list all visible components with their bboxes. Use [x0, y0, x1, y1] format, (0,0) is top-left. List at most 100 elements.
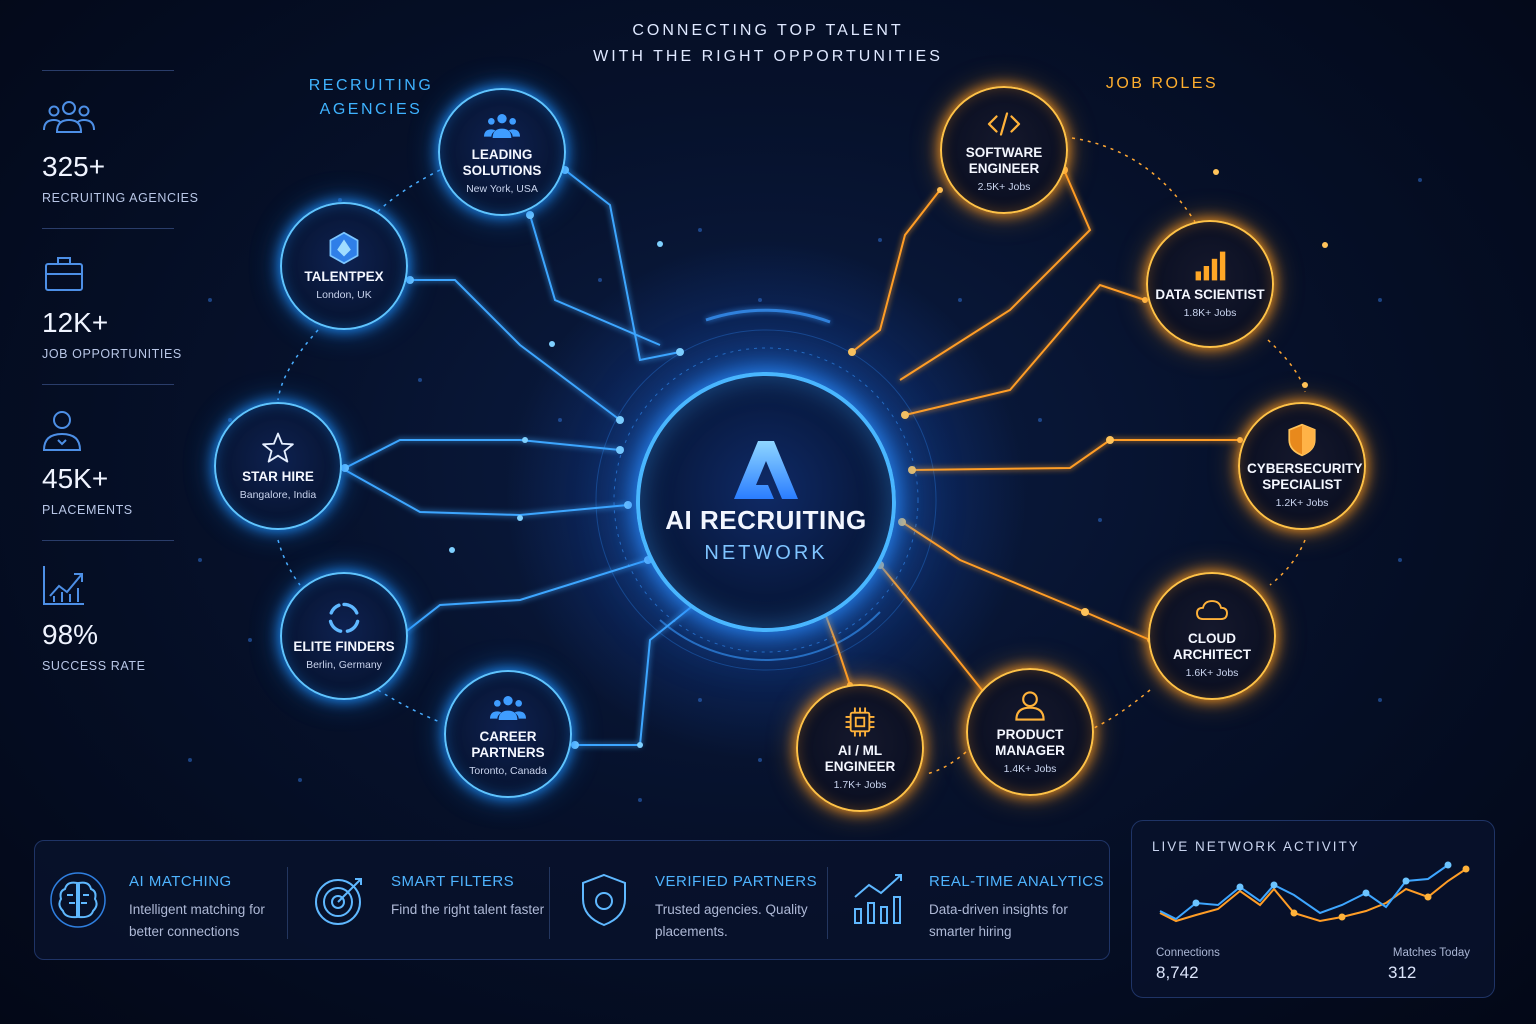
ai-recruiting-network-hub[interactable]: AI RECRUITING NETWORK [636, 372, 896, 632]
connections-label: Connections [1156, 947, 1220, 959]
role-node-data-scientist[interactable]: DATA SCIENTIST 1.8K+ Jobs [1146, 220, 1274, 348]
feature-desc: Data-driven insights for smarter hiring [929, 902, 1068, 939]
headline-line-2: WITH THE RIGHT OPPORTUNITIES [593, 48, 943, 65]
agency-location: Toronto, Canada [469, 765, 547, 777]
stats-divider [42, 384, 174, 385]
shield-icon [582, 873, 626, 927]
role-node-cloud-architect[interactable]: CLOUD ARCHITECT 1.6K+ Jobs [1148, 572, 1276, 700]
feature-divider [827, 867, 828, 939]
agency-node-career-partners[interactable]: CAREER PARTNERS Toronto, Canada [444, 670, 572, 798]
growth-chart-icon [43, 566, 84, 605]
team-icon [484, 114, 520, 138]
stat-label: SUCCESS RATE [42, 659, 146, 673]
role-jobs: 1.4K+ Jobs [1003, 763, 1057, 775]
logo-a-icon [734, 441, 798, 499]
team-icon [43, 101, 95, 133]
roles-section-title: JOB ROLES [1105, 75, 1219, 92]
brain-icon [50, 872, 106, 928]
hub-subtitle: NETWORK [704, 542, 828, 564]
role-jobs: 2.5K+ Jobs [977, 181, 1031, 193]
agency-name: TALENTPEX [304, 269, 384, 284]
agencies-title-line-1: RECRUITING [308, 77, 434, 94]
role-node-software-engineer[interactable]: SOFTWARE ENGINEER 2.5K+ Jobs [940, 86, 1068, 214]
activity-sparkline [1159, 861, 1470, 923]
stat-value: 12K+ [42, 307, 109, 338]
hub-title: AI RECRUITING [665, 505, 867, 535]
team-icon [490, 696, 526, 720]
target-icon [315, 878, 362, 925]
stat-value: 45K+ [42, 463, 109, 494]
agency-name: CAREER PARTNERS [471, 729, 545, 760]
role-node-ai-ml-engineer[interactable]: AI / ML ENGINEER 1.7K+ Jobs [796, 684, 924, 812]
cloud-icon [1196, 600, 1228, 620]
stat-value: 325+ [42, 151, 106, 182]
role-name: CYBERSECURITY SPECIALIST [1247, 461, 1363, 492]
star-icon [262, 432, 294, 463]
feature-verified-partners[interactable]: VERIFIED PARTNERS Trusted agencies. Qual… [561, 841, 825, 961]
role-name: PRODUCT MANAGER [995, 727, 1065, 758]
bar-chart-icon [1195, 251, 1226, 281]
feature-desc: Find the right talent faster [391, 902, 545, 917]
agency-name: STAR HIRE [242, 469, 314, 484]
stat-label: RECRUITING AGENCIES [42, 191, 199, 205]
agency-node-leading-solutions[interactable]: LEADING SOLUTIONS New York, USA [438, 88, 566, 216]
role-jobs: 1.2K+ Jobs [1275, 497, 1329, 509]
feature-smart-filters[interactable]: SMART FILTERS Find the right talent fast… [297, 841, 547, 961]
stats-divider [42, 540, 174, 541]
agencies-section-title: RECRUITING AGENCIES [292, 74, 450, 122]
person-icon [1015, 691, 1045, 721]
feature-real-time-analytics[interactable]: REAL-TIME ANALYTICS Data-driven insights… [835, 841, 1105, 961]
stat-placements: 45K+ PLACEMENTS [42, 408, 212, 517]
person-icon [42, 411, 82, 451]
agencies-title-line-2: AGENCIES [319, 101, 423, 118]
headline-line-1: CONNECTING TOP TALENT [632, 22, 904, 39]
code-icon [987, 112, 1021, 136]
stat-agencies: 325+ RECRUITING AGENCIES [42, 96, 212, 205]
feature-title: SMART FILTERS [391, 873, 515, 890]
agency-location: Berlin, Germany [306, 659, 382, 671]
matches-value: 312 [1388, 963, 1417, 982]
agency-location: New York, USA [466, 183, 538, 195]
role-name: SOFTWARE ENGINEER [965, 145, 1043, 176]
stat-label: JOB OPPORTUNITIES [42, 347, 182, 361]
role-jobs: 1.7K+ Jobs [833, 779, 887, 791]
agency-location: Bangalore, India [239, 489, 317, 501]
feature-desc: Intelligent matching for better connecti… [129, 902, 265, 939]
role-name: DATA SCIENTIST [1155, 287, 1265, 302]
stat-jobs: 12K+ JOB OPPORTUNITIES [42, 252, 212, 361]
feature-divider [287, 867, 288, 939]
role-node-product-manager[interactable]: PRODUCT MANAGER 1.4K+ Jobs [966, 668, 1094, 796]
stat-label: PLACEMENTS [42, 503, 133, 517]
agency-name: LEADING SOLUTIONS [462, 147, 542, 178]
agency-node-talentpex[interactable]: TALENTPEX London, UK [280, 202, 408, 330]
feature-divider [549, 867, 550, 939]
matches-label: Matches Today [1392, 947, 1470, 959]
role-jobs: 1.8K+ Jobs [1183, 307, 1237, 319]
feature-title: REAL-TIME ANALYTICS [929, 873, 1105, 890]
stats-divider [42, 228, 174, 229]
role-name: AI / ML ENGINEER [824, 743, 896, 774]
feature-ai-matching[interactable]: AI MATCHING Intelligent matching for bet… [35, 841, 285, 961]
shield-icon [1288, 423, 1316, 457]
feature-title: VERIFIED PARTNERS [655, 873, 818, 890]
analytics-icon [854, 874, 902, 924]
hexagon-icon [329, 231, 359, 265]
agency-node-star-hire[interactable]: STAR HIRE Bangalore, India [214, 402, 342, 530]
feature-desc: Trusted agencies. Quality placements. [655, 902, 808, 939]
briefcase-icon [45, 257, 83, 291]
circle-arrows-icon [328, 602, 360, 633]
stat-value: 98% [42, 619, 99, 650]
agency-location: London, UK [316, 289, 372, 301]
features-bar: AI MATCHING Intelligent matching for bet… [34, 840, 1110, 960]
agency-node-elite-finders[interactable]: ELITE FINDERS Berlin, Germany [280, 572, 408, 700]
chip-icon [845, 707, 875, 737]
stat-success: 98% SUCCESS RATE [42, 564, 212, 673]
feature-title: AI MATCHING [129, 873, 232, 890]
role-jobs: 1.6K+ Jobs [1185, 667, 1239, 679]
role-node-cybersecurity-specialist[interactable]: CYBERSECURITY SPECIALIST 1.2K+ Jobs [1238, 402, 1366, 530]
connections-value: 8,742 [1156, 963, 1199, 982]
agency-name: ELITE FINDERS [293, 639, 395, 654]
activity-title: LIVE NETWORK ACTIVITY [1152, 839, 1360, 854]
stats-divider [42, 70, 174, 71]
role-name: CLOUD ARCHITECT [1173, 631, 1251, 662]
